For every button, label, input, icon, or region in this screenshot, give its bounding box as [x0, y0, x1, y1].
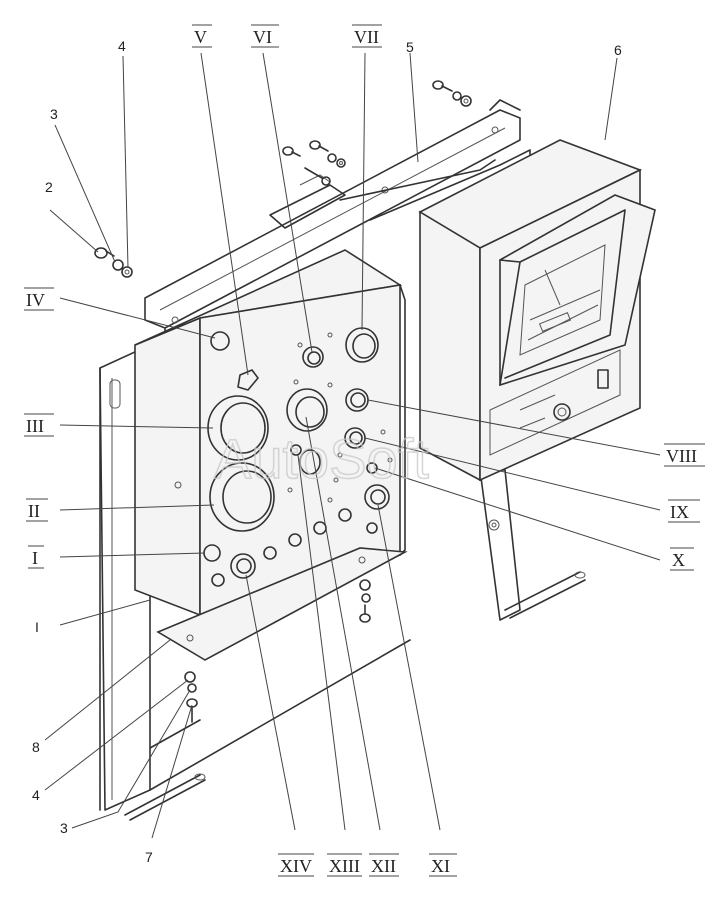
- instrument-housing: [134, 249, 406, 617]
- label-vi: VI: [253, 27, 272, 47]
- label-xiii: XIII: [329, 856, 360, 876]
- label-v: V: [194, 27, 207, 47]
- part-1: I: [35, 619, 39, 635]
- opening-x: [366, 462, 378, 474]
- fasteners-top-left: [94, 247, 133, 278]
- opening-xi: [364, 484, 390, 510]
- part-5: 5: [406, 39, 414, 55]
- gauge-opening-ii: [209, 462, 275, 532]
- part-numbers: 2 3 4 5 6 I 8 4 3 7: [32, 38, 622, 865]
- fasteners-bottom-left: [184, 671, 198, 723]
- label-iii: III: [26, 416, 44, 436]
- label-vii: VII: [354, 27, 379, 47]
- fasteners-top-right: [432, 80, 472, 107]
- part-6: 6: [614, 42, 622, 58]
- part-8: 8: [32, 739, 40, 755]
- part-4-top: 4: [118, 38, 126, 54]
- bottom-plate: [156, 547, 408, 661]
- part-4-bottom: 4: [32, 787, 40, 803]
- opening-vi: [302, 346, 324, 368]
- label-xi: XI: [431, 856, 450, 876]
- label-ix: IX: [670, 502, 689, 522]
- label-x: X: [672, 550, 685, 570]
- part-3-bottom: 3: [60, 820, 68, 836]
- label-iv: IV: [26, 290, 45, 310]
- part-3-top: 3: [50, 106, 58, 122]
- recorder-box: [418, 139, 656, 482]
- control-knob: [553, 403, 571, 421]
- watermark: AutoSoft: [214, 427, 429, 490]
- right-support-leg: [149, 469, 586, 791]
- label-ii: II: [28, 501, 40, 521]
- label-xii: XII: [371, 856, 396, 876]
- fasteners-bottom-mid: [359, 579, 371, 623]
- opening-v: [237, 369, 259, 391]
- opening-iv: [210, 331, 230, 351]
- label-viii: VIII: [666, 446, 697, 466]
- toggle-switch: [597, 369, 609, 389]
- part-2: 2: [45, 179, 53, 195]
- fasteners-top-mid: [282, 140, 346, 186]
- roman-labels: IV III II I V VI VII VIII IX X XI XII XI…: [24, 24, 705, 877]
- part-7: 7: [145, 849, 153, 865]
- leader-lines: [44, 52, 661, 839]
- label-xiv: XIV: [280, 856, 312, 876]
- label-i: I: [32, 548, 38, 568]
- opening-xiv: [230, 553, 256, 579]
